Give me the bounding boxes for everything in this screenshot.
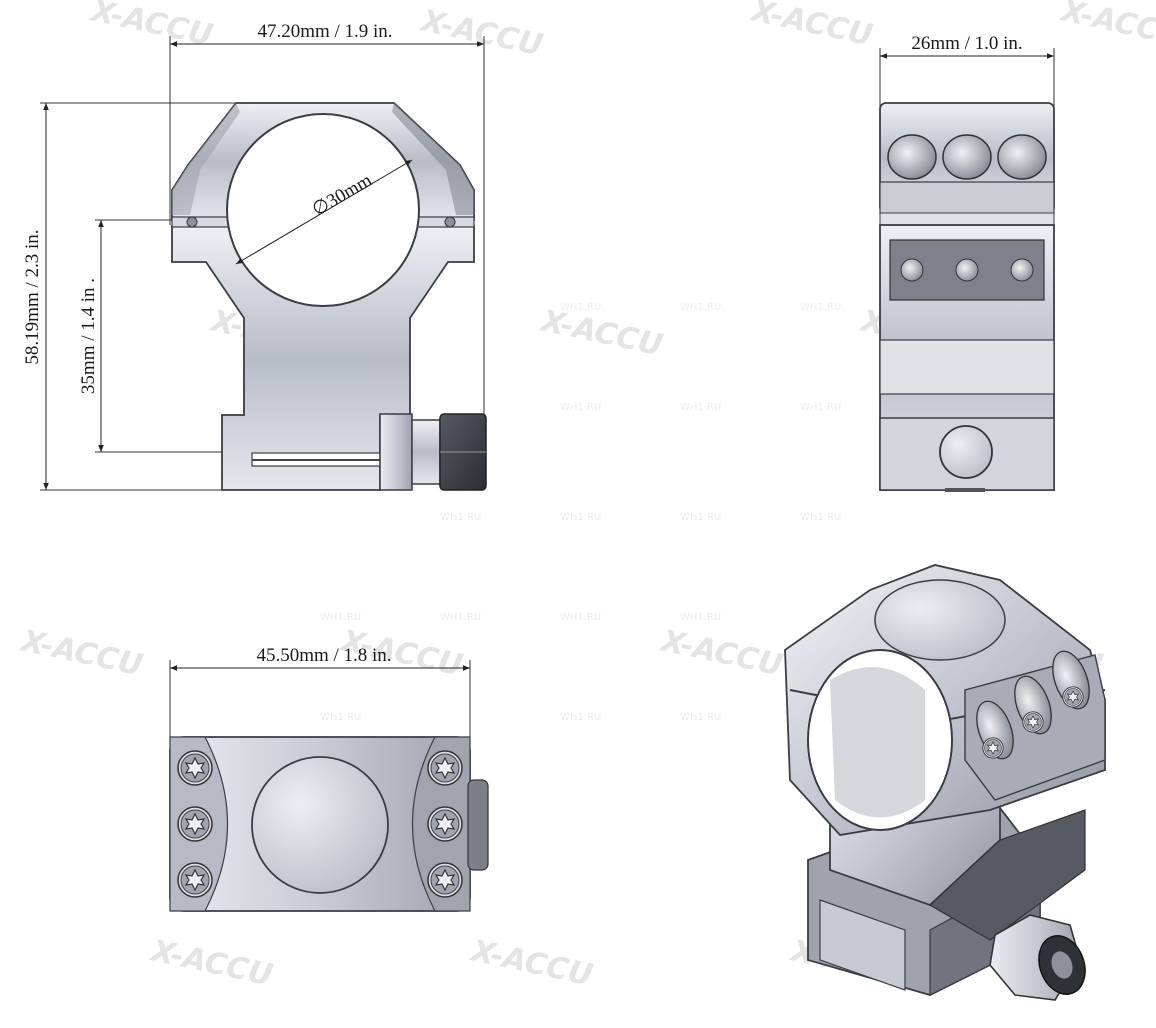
- front-view: 47.20mm / 1.9 in. 58.19mm / 2.3 in. 35mm…: [22, 21, 487, 491]
- torx-screw-icon: [1062, 686, 1084, 708]
- torx-screw-icon: [1022, 711, 1044, 733]
- isometric-view: [784, 564, 1106, 1001]
- watermark-text: X-ACCU: [1056, 0, 1156, 53]
- dim-height-total: 58.19mm / 2.3 in.: [22, 229, 43, 364]
- watermark-small: WH1.RU: [560, 402, 601, 413]
- torx-screw-icon: [427, 750, 463, 786]
- torx-screw-icon: [177, 806, 213, 842]
- watermark-text: X-ACCU: [656, 623, 785, 683]
- dim-bottom-width: 45.50mm / 1.8 in.: [256, 645, 391, 666]
- watermark-small: WH1.RU: [680, 512, 721, 523]
- watermark-small: WH1.RU: [560, 712, 601, 723]
- bottom-view: 45.50mm / 1.8 in.: [169, 645, 489, 912]
- side-view: 26mm / 1.0 in.: [879, 33, 1055, 492]
- watermark-small: WH1.RU: [680, 402, 721, 413]
- torx-screw-icon: [427, 806, 463, 842]
- front-clamp-bolt: [379, 413, 413, 491]
- dim-side-width: 26mm / 1.0 in.: [911, 33, 1022, 54]
- watermark-text: X-ACCU: [466, 933, 595, 993]
- dim-width-top: 47.20mm / 1.9 in.: [257, 21, 392, 42]
- torx-screw-icon: [982, 737, 1004, 759]
- watermark-small: WH1.RU: [560, 512, 601, 523]
- watermark-small: WH1.RU: [680, 712, 721, 723]
- watermark-small: WH1.RU: [320, 612, 361, 623]
- watermark-small: WH1.RU: [800, 512, 841, 523]
- torx-screw-icon: [427, 862, 463, 898]
- dim-height-center: 35mm / 1.4 in .: [78, 278, 99, 394]
- side-bolt-head: [939, 425, 993, 479]
- bottom-center-disc: [251, 756, 389, 894]
- side-screw-hole: [997, 134, 1047, 180]
- watermark-small: WH1.RU: [800, 402, 841, 413]
- watermark-text: X-ACCU: [16, 623, 145, 683]
- watermark-small: WH1.RU: [680, 612, 721, 623]
- torx-screw-icon: [177, 862, 213, 898]
- watermark-text: X-ACCU: [86, 0, 215, 53]
- watermark-small: WH1.RU: [680, 302, 721, 313]
- watermark-small: WH1.RU: [320, 712, 361, 723]
- watermark-small: WH1.RU: [800, 302, 841, 313]
- watermark-small: WH1.RU: [560, 612, 601, 623]
- side-screw-hole: [887, 134, 937, 180]
- watermark-text: X-ACCU: [746, 0, 875, 53]
- watermark-small: WH1.RU: [440, 612, 481, 623]
- watermark-text: X-ACCU: [146, 933, 275, 993]
- side-screw-hole: [942, 134, 992, 180]
- watermark-small: WH1.RU: [440, 512, 481, 523]
- watermark-small: WH1.RU: [560, 302, 601, 313]
- torx-screw-icon: [177, 750, 213, 786]
- watermark-text: X-ACCU: [416, 3, 545, 63]
